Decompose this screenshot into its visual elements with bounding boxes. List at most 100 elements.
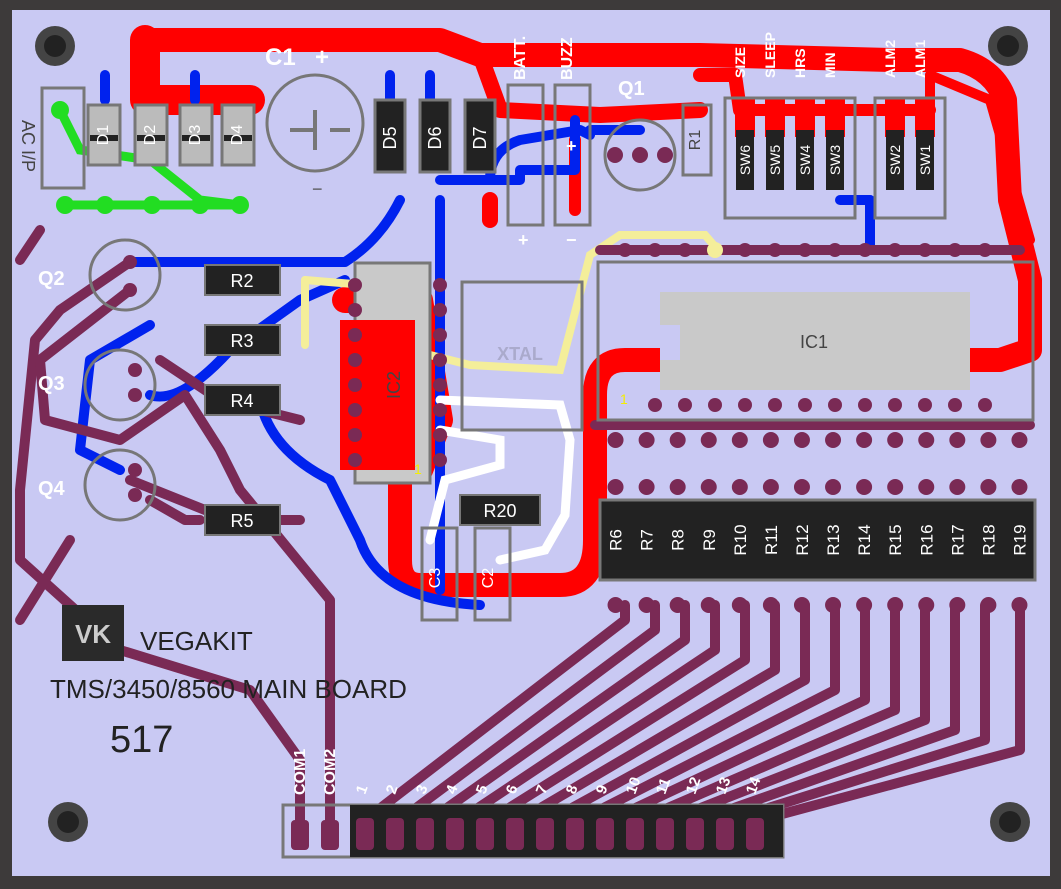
bank-pad-top	[731, 432, 748, 448]
diode-d5-label: D5	[380, 126, 400, 149]
resistor-bank-label: R14	[855, 524, 874, 555]
bank-pad-mid	[949, 479, 966, 495]
buzz-minus-label: −	[566, 230, 577, 250]
bridge-diodes: D1 D2 D3 D4	[51, 101, 256, 214]
ic1-pin1-marker: 1	[620, 391, 628, 407]
bank-pad-mid	[700, 479, 717, 495]
diode-d7-label: D7	[470, 126, 490, 149]
q1-label: Q1	[618, 78, 645, 100]
c1-minus-label: −	[312, 179, 323, 199]
resistor-bank-label: R17	[948, 524, 967, 555]
diodes-d5-d7: D5 D6 D7	[373, 98, 497, 174]
bank-pad-bottom	[1011, 597, 1028, 613]
bank-pad-bottom	[856, 597, 873, 613]
bank-pad-mid	[638, 479, 655, 495]
c1-label: C1	[265, 44, 296, 71]
vegakit-logo: VK	[75, 619, 111, 649]
bank-pad-mid	[793, 479, 810, 495]
bank-pad-bottom	[607, 597, 624, 613]
xtal-label: XTAL	[497, 344, 543, 364]
resistor-bank-label: R16	[917, 524, 936, 555]
q4-label: Q4	[38, 478, 66, 500]
connector-pad	[536, 818, 554, 850]
resistor-bank-label: R15	[886, 524, 905, 555]
r3-label: R3	[230, 331, 253, 351]
diode-d6-label: D6	[425, 126, 445, 149]
r4-label: R4	[230, 391, 253, 411]
sw1-label: SW1	[917, 145, 933, 176]
switch-name-sleep: SLEEP	[762, 32, 778, 78]
connector-pad	[446, 818, 464, 850]
brand-block: VK VEGAKIT TMS/3450/8560 MAIN BOARD 517	[50, 605, 407, 761]
resistor-bank-label: R13	[824, 524, 843, 555]
switch-name-size: SIZE	[732, 47, 748, 78]
q3-label: Q3	[38, 373, 65, 395]
resistor-bank-label: R9	[700, 529, 719, 551]
bank-pad-top	[793, 432, 810, 448]
bank-pad-mid	[887, 479, 904, 495]
switch-block: SW6 SW5 SW4 SW3 SW2 SW1	[723, 96, 947, 220]
switch-name-hrs: HRS	[792, 48, 808, 78]
c1-plus-label: +	[315, 44, 329, 71]
crystal: XTAL	[460, 280, 584, 432]
r1-label: R1	[687, 130, 704, 151]
bank-pad-mid	[762, 479, 779, 495]
com2-label: COM2	[322, 749, 339, 795]
connector-com-pad	[321, 820, 339, 850]
connector-pad	[596, 818, 614, 850]
bank-pad-top	[887, 432, 904, 448]
transistor-q1: Q1	[603, 78, 677, 192]
mounting-holes	[35, 26, 1030, 842]
bank-pad-top	[856, 432, 873, 448]
com1-label: COM1	[292, 749, 309, 795]
board-number: 517	[110, 719, 173, 761]
resistor-bank	[598, 498, 1037, 582]
bank-pad-top	[762, 432, 779, 448]
bank-pad-bottom	[825, 597, 842, 613]
switch-name-min: MIN	[822, 52, 838, 78]
connector-pad	[626, 818, 644, 850]
sw3-label: SW3	[827, 145, 843, 176]
r20-label: R20	[483, 501, 516, 521]
resistor-r20: R20	[459, 494, 541, 526]
bank-pad-mid	[669, 479, 686, 495]
ac-connector	[40, 86, 86, 190]
connector-pad	[386, 818, 404, 850]
r5-label: R5	[230, 511, 253, 531]
bank-pad-mid	[856, 479, 873, 495]
battery-buzzer: BATT. BUZZ + − +	[506, 36, 592, 250]
bank-pad-bottom	[887, 597, 904, 613]
connector-pad	[746, 818, 764, 850]
resistor-bank-label: R12	[793, 524, 812, 555]
bank-pad-mid	[825, 479, 842, 495]
ac-input-label: AC I/P	[18, 120, 38, 172]
switch-names: SIZE SLEEP HRS MIN ALM2 ALM1	[732, 32, 928, 78]
bank-pad-top	[949, 432, 966, 448]
bank-pad-top	[1011, 432, 1028, 448]
connector-pads	[291, 818, 764, 850]
connector-pad	[716, 818, 734, 850]
bank-pad-mid	[1011, 479, 1028, 495]
sw2-label: SW2	[887, 145, 903, 176]
bank-pad-bottom	[949, 597, 966, 613]
bank-pad-top	[607, 432, 624, 448]
transistors-q2-q4	[83, 238, 162, 522]
batt-plus-label: +	[518, 230, 529, 250]
bank-pad-bottom	[918, 597, 935, 613]
bank-pad-bottom	[731, 597, 748, 613]
bank-pad-mid	[918, 479, 935, 495]
q2-label: Q2	[38, 268, 65, 290]
connector-pad	[506, 818, 524, 850]
ic1: IC1 1	[596, 242, 1035, 422]
bank-pad-top	[918, 432, 935, 448]
connector-pin-label: 13	[713, 775, 735, 796]
bank-pad-top	[825, 432, 842, 448]
connector-pad	[656, 818, 674, 850]
switch-name-alm1: ALM1	[912, 40, 928, 78]
bank-pad-mid	[731, 479, 748, 495]
connector-pad	[476, 818, 494, 850]
resistor-r1: R1	[681, 103, 713, 177]
connector-pad	[566, 818, 584, 850]
resistor-bank-label: R10	[731, 524, 750, 555]
